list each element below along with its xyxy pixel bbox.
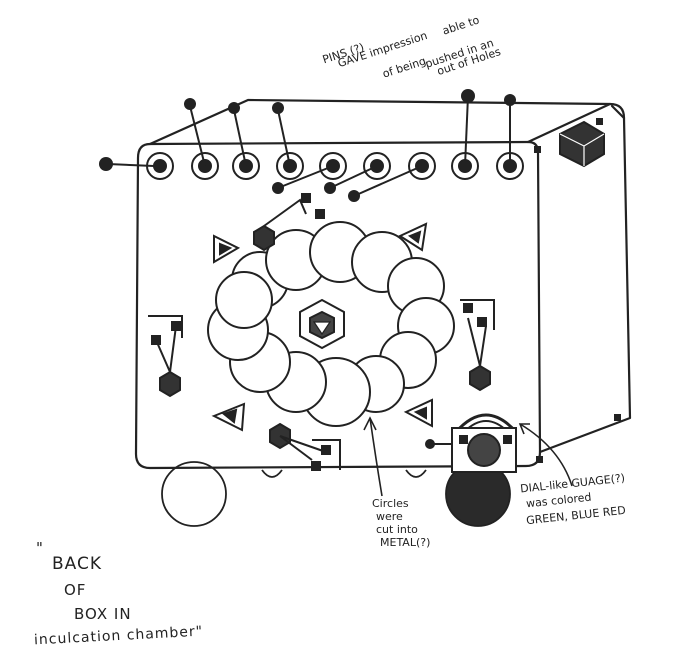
gauge-arrow	[519, 423, 573, 487]
caption-line-1: BACK	[52, 554, 103, 574]
circles-note-line-3: cut into	[376, 523, 418, 536]
box-top-face	[148, 98, 612, 146]
left-foot	[161, 461, 227, 527]
circles-note-line-1: Circles	[372, 497, 409, 510]
corner-cube	[559, 120, 605, 168]
circles-note-line-4: METAL(?)	[380, 536, 431, 549]
corner-triangles	[211, 222, 433, 432]
hex-knobs	[148, 193, 495, 471]
caption-quote: "	[36, 539, 44, 557]
caption-line-2: OF	[64, 581, 87, 599]
caption-line-3: BOX IN	[74, 605, 132, 623]
dial-gauge	[425, 413, 518, 473]
circles-arrow	[369, 417, 383, 497]
pin-row	[107, 95, 524, 197]
circle-ring	[207, 221, 455, 427]
pin-heads	[99, 89, 516, 202]
side-squares	[534, 118, 621, 463]
annotation-arrows	[363, 416, 573, 497]
center-hexagon	[299, 298, 345, 350]
circles-note-line-2: were	[376, 510, 403, 523]
